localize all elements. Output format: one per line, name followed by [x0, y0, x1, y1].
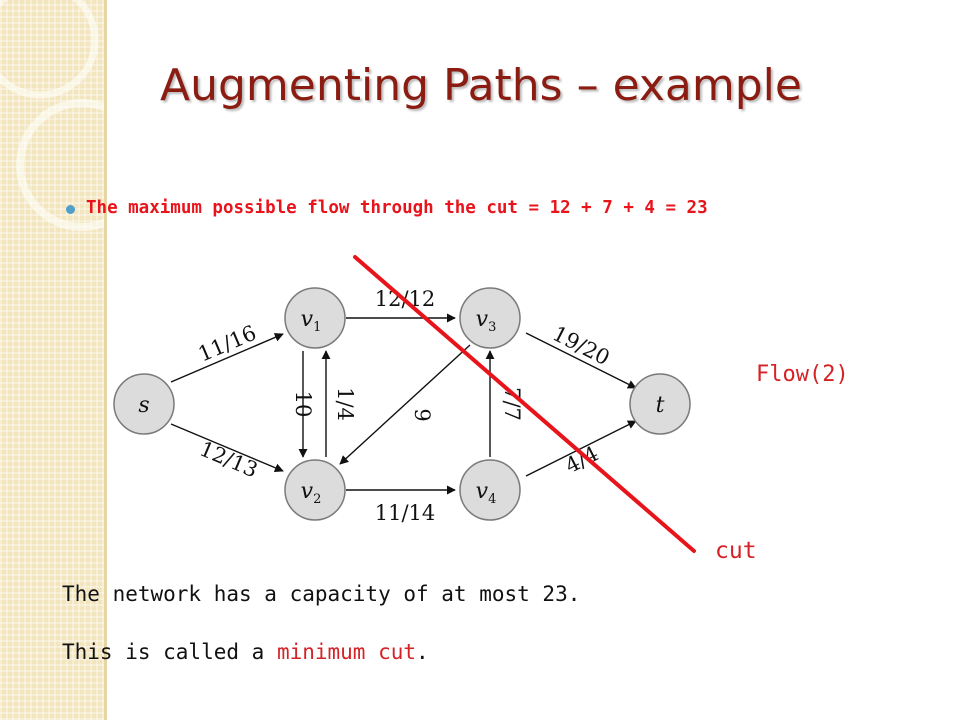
node-t-label: t — [656, 393, 665, 418]
node-v3: v3 — [459, 287, 521, 349]
svg-text:v2: v2 — [301, 479, 322, 507]
node-v3-label: v — [476, 307, 489, 332]
cut-label: cut — [715, 538, 757, 564]
flow-label: Flow(2) — [756, 362, 849, 387]
edge-label-v2-v1: 1/4 — [333, 387, 357, 421]
node-v4-label: v — [476, 479, 489, 504]
node-v4-subscript: 4 — [488, 492, 496, 507]
edge-v3-t — [525, 332, 637, 389]
edge-label-s-v2: 12/13 — [196, 437, 261, 483]
svg-text:v1: v1 — [301, 307, 322, 335]
svg-text:v3: v3 — [476, 307, 497, 335]
node-v4: v4 — [459, 459, 521, 521]
edge-label-v3-v2: 9 — [410, 408, 434, 421]
edge-v3-v2 — [339, 344, 471, 465]
minimum-cut-statement: This is called a minimum cut. — [62, 640, 429, 664]
edge-label-v3-t: 19/20 — [549, 321, 614, 370]
bullet-text: The maximum possible flow through the cu… — [86, 198, 708, 218]
node-v1: v1 — [284, 287, 346, 349]
node-v2: v2 — [284, 459, 346, 521]
edge-s-v1 — [170, 333, 284, 383]
node-v1-label: v — [301, 307, 314, 332]
svg-text:s: s — [138, 393, 149, 418]
node-v3-subscript: 3 — [488, 320, 496, 335]
edge-s-v2 — [170, 423, 284, 473]
statement-prefix: This is called a — [62, 640, 277, 664]
statement-suffix: . — [416, 640, 429, 664]
cut-line — [353, 255, 696, 553]
edge-label-s-v1: 11/16 — [195, 321, 260, 367]
sidebar-circles — [0, 0, 106, 231]
svg-text:v4: v4 — [476, 479, 497, 507]
edge-label-v4-t: 4/4 — [561, 441, 602, 478]
node-s-label: s — [138, 393, 149, 418]
decorative-sidebar — [0, 0, 106, 720]
svg-text:t: t — [656, 393, 665, 418]
edge-v4-t — [525, 420, 637, 477]
edge-label-v2-v4: 11/14 — [375, 501, 436, 525]
edge-label-v1-v2: 10 — [291, 391, 315, 418]
bullet-dot — [66, 205, 75, 214]
sidebar-divider — [104, 0, 107, 720]
node-t: t — [629, 373, 691, 435]
node-v1-subscript: 1 — [313, 320, 321, 335]
node-v2-label: v — [301, 479, 314, 504]
node-s: s — [113, 373, 175, 435]
slide-title: Augmenting Paths – example — [160, 60, 802, 111]
capacity-statement: The network has a capacity of at most 23… — [62, 582, 581, 606]
node-v2-subscript: 2 — [313, 492, 321, 507]
minimum-cut-term: minimum cut — [276, 640, 417, 664]
